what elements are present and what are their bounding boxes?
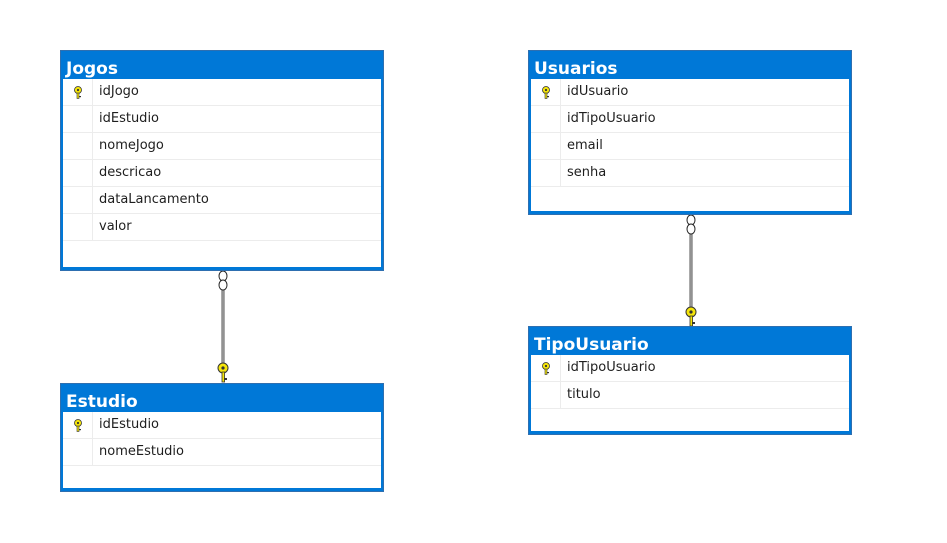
- column-name: idJogo: [99, 84, 139, 99]
- key-icon: [542, 86, 550, 99]
- column-row-nomeJogo[interactable]: nomeJogo: [63, 133, 381, 160]
- column-row-idTipoUsuario[interactable]: idTipoUsuario: [531, 355, 849, 382]
- column-row-email[interactable]: email: [531, 133, 849, 160]
- key-icon: [217, 362, 229, 383]
- row-selector[interactable]: [63, 439, 93, 465]
- table-title: Estudio: [66, 392, 138, 412]
- table-title: Usuarios: [534, 59, 618, 79]
- column-list: idUsuario idTipoUsuario email senha: [531, 79, 849, 211]
- row-selector[interactable]: [63, 412, 93, 438]
- column-row-senha[interactable]: senha: [531, 160, 849, 187]
- column-row-dataLancamento[interactable]: dataLancamento: [63, 187, 381, 214]
- row-selector[interactable]: [531, 382, 561, 408]
- column-row-idEstudio[interactable]: idEstudio: [63, 106, 381, 133]
- column-name: idEstudio: [99, 417, 160, 432]
- column-name: dataLancamento: [99, 192, 209, 207]
- infinity-icon: [218, 270, 228, 291]
- relationship-usuarios-tipousuario[interactable]: [685, 214, 697, 327]
- row-selector[interactable]: [63, 160, 93, 186]
- table-title: TipoUsuario: [534, 335, 649, 355]
- table-tipousuario[interactable]: TipoUsuario idTipoUsuario titulo: [528, 326, 852, 435]
- row-selector[interactable]: [63, 79, 93, 105]
- column-row-valor[interactable]: valor: [63, 214, 381, 241]
- row-selector[interactable]: [63, 133, 93, 159]
- column-name: senha: [567, 165, 607, 180]
- column-row-idJogo[interactable]: idJogo: [63, 79, 381, 106]
- column-name: nomeEstudio: [99, 444, 184, 459]
- column-name: descricao: [99, 165, 162, 180]
- row-selector[interactable]: [63, 214, 93, 240]
- column-name: idTipoUsuario: [567, 360, 656, 375]
- table-estudio[interactable]: Estudio idEstudio nomeEstudio: [60, 383, 384, 492]
- key-icon: [74, 86, 82, 99]
- row-selector[interactable]: [63, 187, 93, 213]
- column-row-idUsuario[interactable]: idUsuario: [531, 79, 849, 106]
- column-row-descricao[interactable]: descricao: [63, 160, 381, 187]
- column-name: valor: [99, 219, 132, 234]
- column-row-idEstudio[interactable]: idEstudio: [63, 412, 381, 439]
- column-list: idJogo idEstudio nomeJogo descricao dataLanc…: [63, 79, 381, 267]
- row-selector[interactable]: [63, 106, 93, 132]
- row-selector[interactable]: [531, 133, 561, 159]
- column-row-titulo[interactable]: titulo: [531, 382, 849, 409]
- column-name: idTipoUsuario: [567, 111, 656, 126]
- table-title: Jogos: [66, 59, 118, 79]
- column-row-nomeEstudio[interactable]: nomeEstudio: [63, 439, 381, 466]
- column-name: nomeJogo: [99, 138, 164, 153]
- table-jogos[interactable]: Jogos idJogo idEstudio nomeJogo descricao da…: [60, 50, 384, 271]
- column-list: idTipoUsuario titulo: [531, 355, 849, 431]
- column-name: idUsuario: [567, 84, 629, 99]
- row-selector[interactable]: [531, 160, 561, 186]
- column-row-idTipoUsuario[interactable]: idTipoUsuario: [531, 106, 849, 133]
- table-usuarios[interactable]: Usuarios idUsuario idTipoUsuario email senh…: [528, 50, 852, 215]
- row-selector[interactable]: [531, 355, 561, 381]
- key-icon: [685, 306, 697, 327]
- infinity-icon: [686, 214, 696, 235]
- relationship-jogos-estudio[interactable]: [217, 270, 229, 383]
- row-selector[interactable]: [531, 106, 561, 132]
- column-name: titulo: [567, 387, 601, 402]
- column-name: idEstudio: [99, 111, 160, 126]
- row-selector[interactable]: [531, 79, 561, 105]
- key-icon: [74, 419, 82, 432]
- column-list: idEstudio nomeEstudio: [63, 412, 381, 488]
- key-icon: [542, 362, 550, 375]
- column-name: email: [567, 138, 603, 153]
